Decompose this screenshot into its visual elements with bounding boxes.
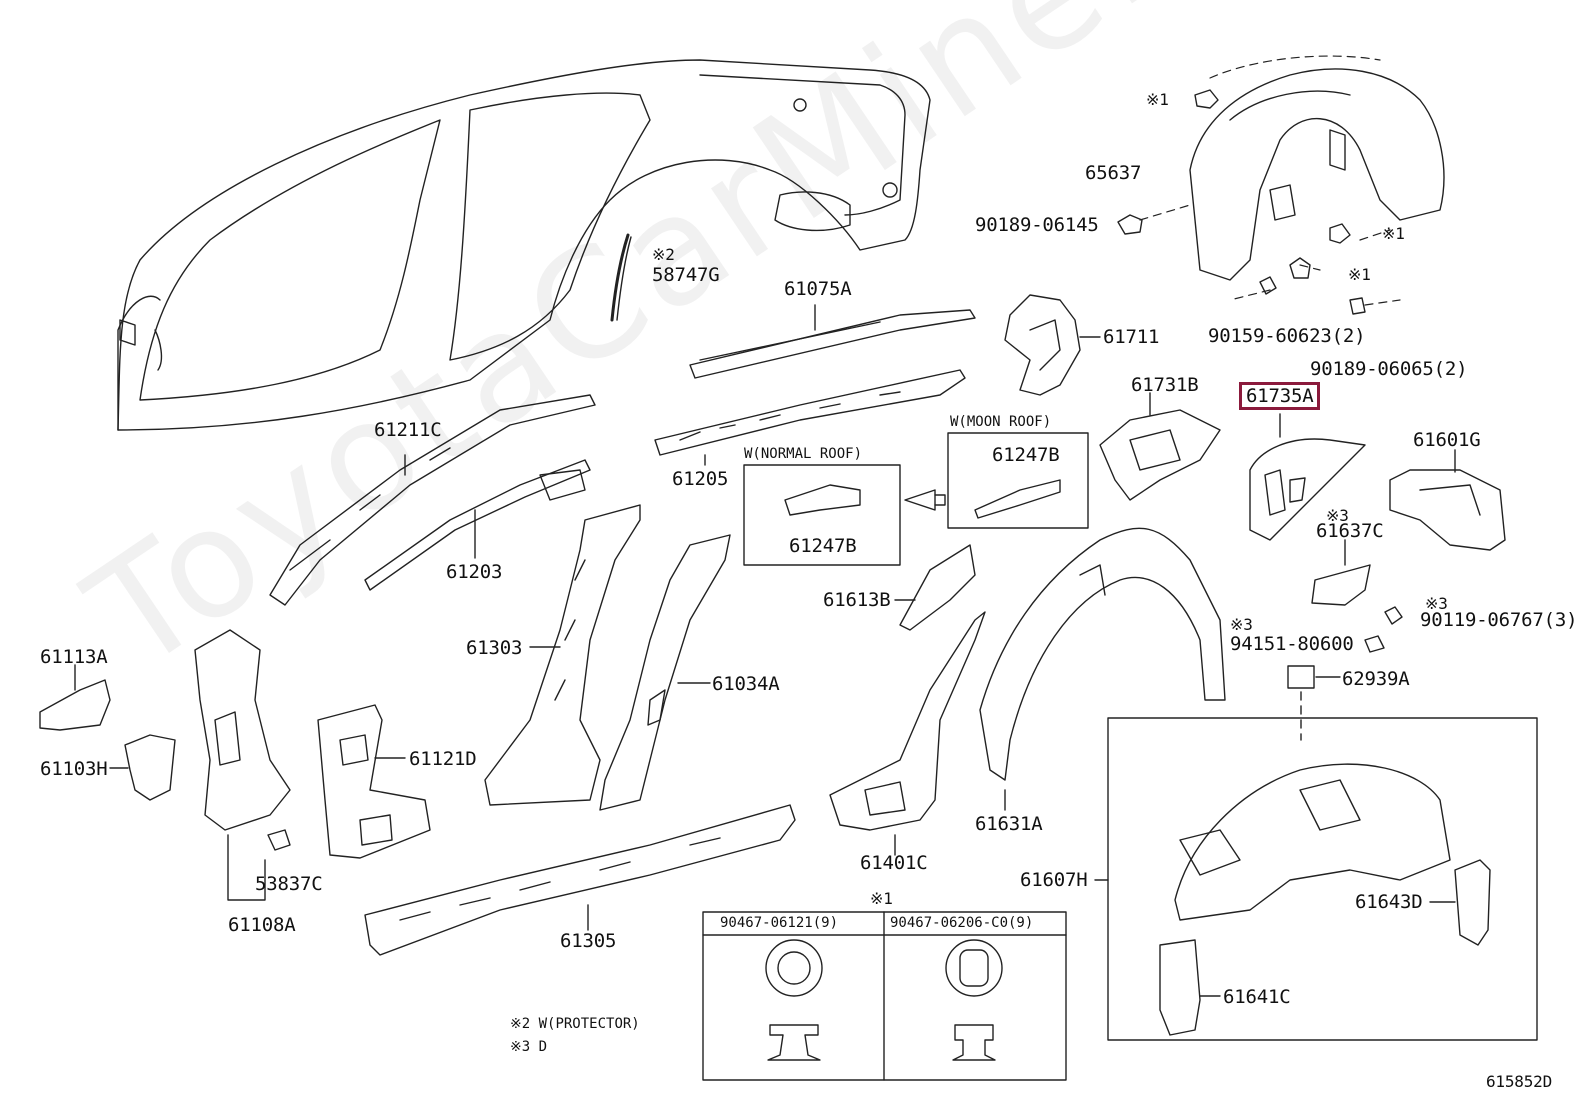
part-61303-drawing <box>484 504 641 806</box>
part-label-61075A[interactable]: 61075A <box>784 278 852 300</box>
part-label-61643D[interactable]: 61643D <box>1355 891 1423 913</box>
part-label-61103H[interactable]: 61103H <box>40 758 108 780</box>
ref-mark-1c: ※1 <box>1348 265 1371 284</box>
part-61613B-drawing <box>894 544 976 631</box>
ref-mark-3: ※3 <box>1326 506 1349 525</box>
part-61607H-drawing <box>1174 763 1451 921</box>
moon-roof-title: W(MOON ROOF) <box>950 414 1052 430</box>
part-label-94151-80600[interactable]: 94151-80600 <box>1230 633 1354 655</box>
part-label-61113A[interactable]: 61113A <box>40 646 108 668</box>
part-61401C-drawing <box>829 611 986 856</box>
part-61034A-drawing <box>599 534 731 811</box>
part-label-90159-60623[interactable]: 90159-60623(2) <box>1208 325 1366 347</box>
part-label-61731B[interactable]: 61731B <box>1131 374 1199 396</box>
fastener-col-2[interactable]: 90467-06206-C0(9) <box>890 915 1034 931</box>
part-61211C-drawing <box>269 394 596 606</box>
part-61711-drawing <box>1004 294 1101 396</box>
part-label-61641C[interactable]: 61641C <box>1223 986 1291 1008</box>
part-label-53837C[interactable]: 53837C <box>255 873 323 895</box>
part-label-90189-06065[interactable]: 90189-06065(2) <box>1310 358 1468 380</box>
part-label-61121D[interactable]: 61121D <box>409 748 477 770</box>
normal-roof-title: W(NORMAL ROOF) <box>744 446 863 462</box>
part-61121D-drawing <box>317 704 431 859</box>
part-label-90119-06767[interactable]: 90119-06767(3) <box>1420 609 1578 631</box>
part-61641C-drawing <box>1159 939 1221 1036</box>
part-65637-drawing <box>1189 68 1445 281</box>
table-ref-mark: ※1 <box>870 889 893 908</box>
part-61113A-drawing <box>39 664 111 731</box>
fastener-col-1[interactable]: 90467-06121(9) <box>720 915 839 931</box>
drawing-id: 615852D <box>1486 1072 1553 1091</box>
note-protector: ※2 W(PROTECTOR) <box>510 1016 640 1032</box>
part-label-61601G[interactable]: 61601G <box>1413 429 1481 451</box>
part-label-61735A[interactable]: 61735A <box>1246 385 1314 407</box>
part-label-61303[interactable]: 61303 <box>466 637 523 659</box>
part-61643D-drawing <box>1429 859 1491 946</box>
part-label-61637C[interactable]: 61637C <box>1316 520 1384 542</box>
part-label-61203[interactable]: 61203 <box>446 561 503 583</box>
part-label-61711[interactable]: 61711 <box>1103 326 1160 348</box>
part-61205-drawing <box>654 369 966 466</box>
part-label-61613B[interactable]: 61613B <box>823 589 891 611</box>
part-label-61247B-moon[interactable]: 61247B <box>992 444 1060 466</box>
part-label-61305[interactable]: 61305 <box>560 930 617 952</box>
part-label-65637[interactable]: 65637 <box>1085 162 1142 184</box>
part-label-90189-06145[interactable]: 90189-06145 <box>975 214 1099 236</box>
part-label-61247B-normal[interactable]: 61247B <box>789 535 857 557</box>
ref-mark-1b: ※1 <box>1382 224 1405 243</box>
ref-mark-1: ※1 <box>1146 90 1169 109</box>
part-label-61211C[interactable]: 61211C <box>374 419 442 441</box>
part-label-61034A[interactable]: 61034A <box>712 673 780 695</box>
body-side-outer-panel <box>117 59 931 431</box>
part-61731B-drawing <box>1099 392 1221 501</box>
part-61203-drawing <box>364 459 591 591</box>
part-label-58747G[interactable]: 58747G <box>652 264 720 286</box>
note-d: ※3 D <box>510 1039 548 1055</box>
ref-mark-3c: ※3 <box>1230 615 1253 634</box>
part-61631A-drawing <box>979 527 1226 811</box>
part-label-61205[interactable]: 61205 <box>672 468 729 490</box>
ref-mark-2: ※2 <box>652 245 675 264</box>
part-label-61631A[interactable]: 61631A <box>975 813 1043 835</box>
part-label-61607H[interactable]: 61607H <box>1020 869 1088 891</box>
ref-mark-3b: ※3 <box>1425 594 1448 613</box>
part-61108A-drawing <box>194 629 291 901</box>
part-61735A-drawing <box>1249 413 1366 541</box>
part-61305-drawing <box>364 804 796 956</box>
part-label-61401C[interactable]: 61401C <box>860 852 928 874</box>
part-label-61108A[interactable]: 61108A <box>228 914 296 936</box>
part-61075A-drawing <box>689 304 976 379</box>
part-61601G-drawing <box>1389 449 1506 551</box>
part-label-62939A[interactable]: 62939A <box>1342 668 1410 690</box>
highlighted-part: 61735A <box>1239 382 1321 410</box>
part-61103H-drawing <box>109 734 176 801</box>
part-61637C-drawing <box>1311 539 1371 606</box>
